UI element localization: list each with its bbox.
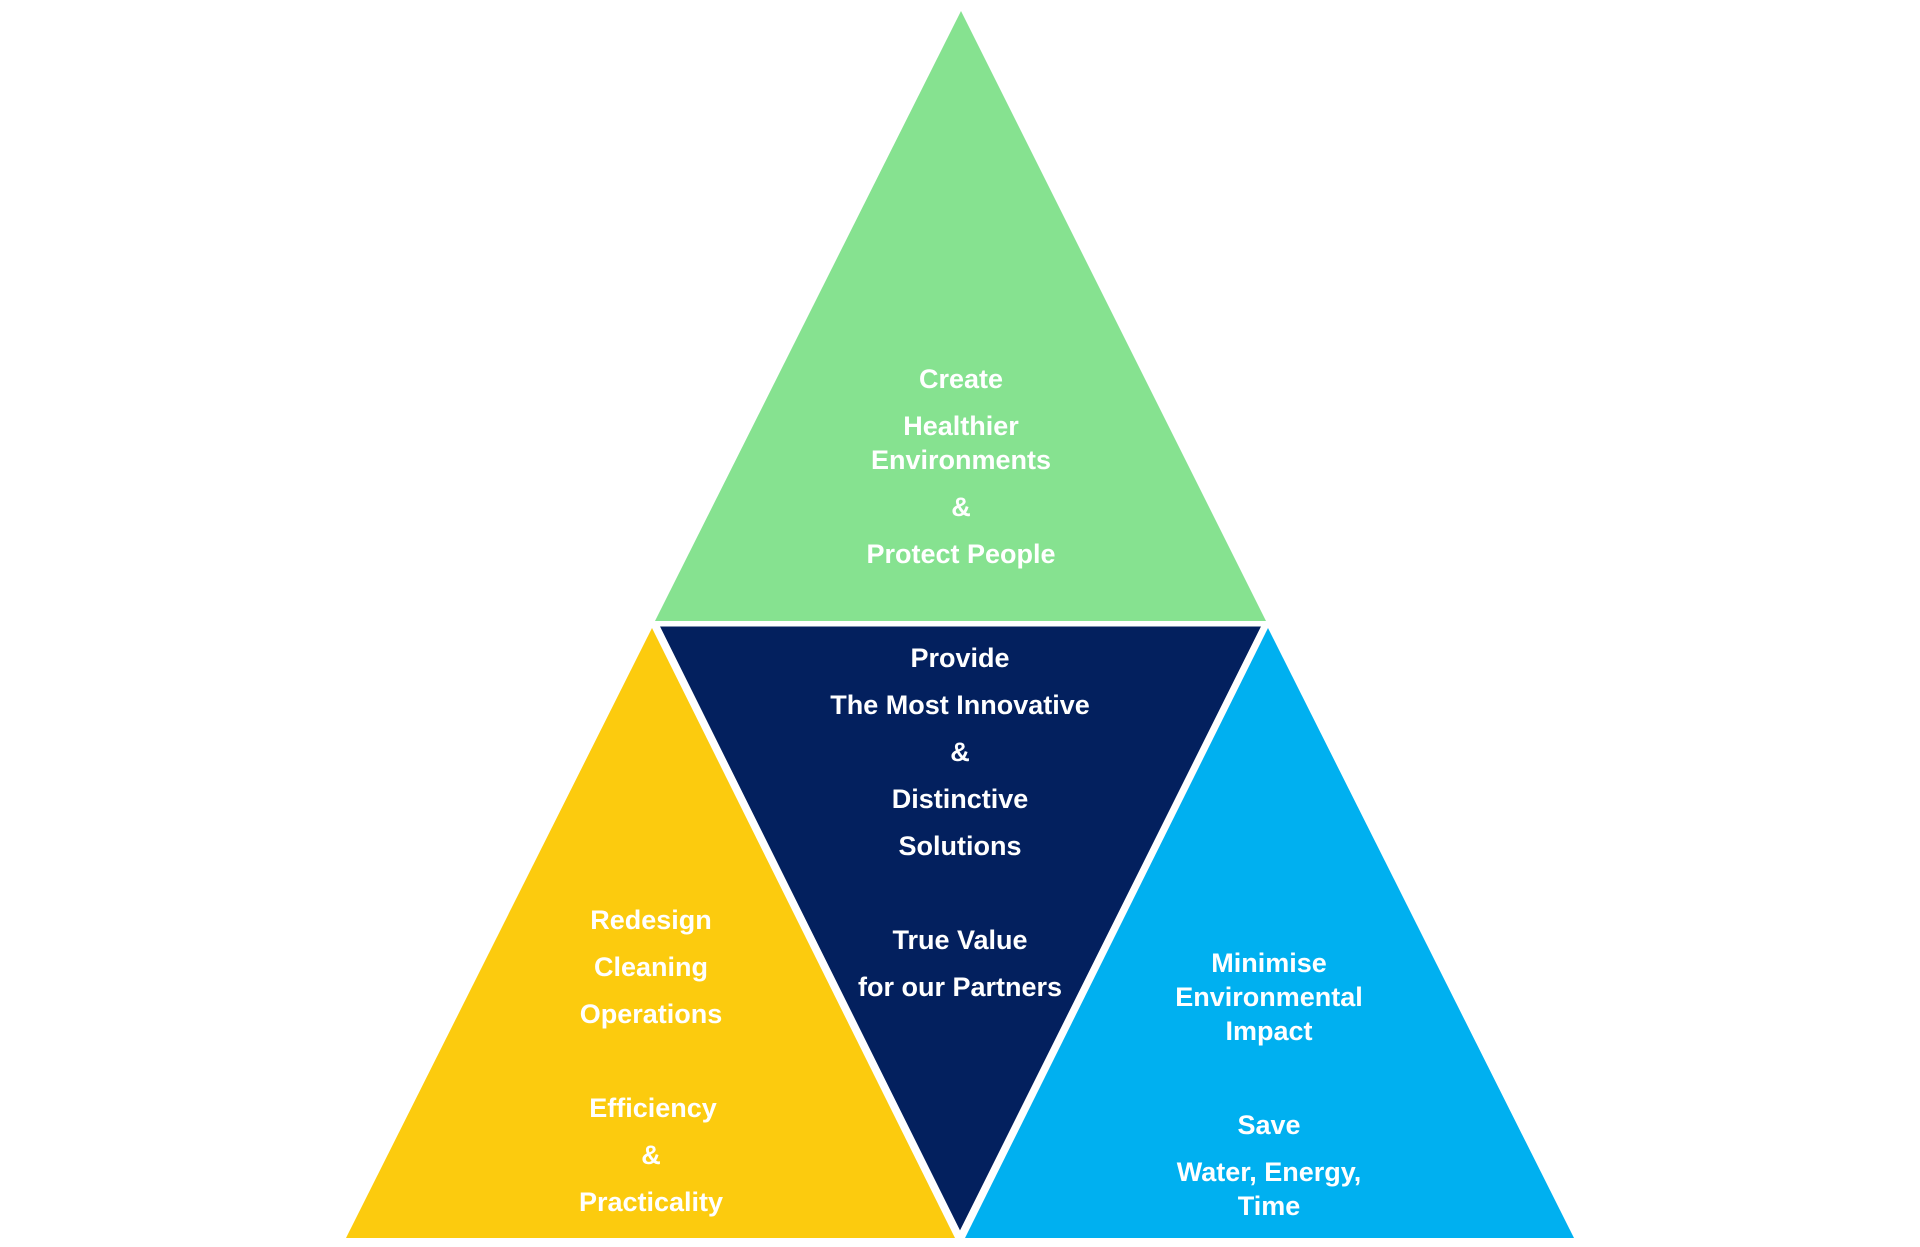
left-segment-text: Redesign Cleaning Operations Efficiency …	[579, 905, 723, 1217]
right-segment-text: Minimise Environmental Impact Save Water…	[1175, 948, 1363, 1221]
center-line-4: Distinctive	[892, 784, 1029, 814]
top-line-5: Protect People	[866, 539, 1055, 569]
right-line-2: Environmental	[1175, 982, 1363, 1012]
center-inverted-triangle	[651, 621, 1270, 1242]
left-line-4: Efficiency	[589, 1093, 717, 1123]
center-line-6: True Value	[892, 925, 1027, 955]
right-line-1: Minimise	[1211, 948, 1327, 978]
left-line-2: Cleaning	[594, 952, 708, 982]
center-line-2: The Most Innovative	[830, 690, 1090, 720]
right-line-4: Save	[1237, 1110, 1300, 1140]
left-line-6: Practicality	[579, 1187, 723, 1217]
center-segment-text: Provide The Most Innovative & Distinctiv…	[830, 643, 1090, 1002]
right-triangle	[965, 628, 1574, 1238]
top-line-4: &	[951, 492, 971, 522]
right-line-5: Water, Energy,	[1177, 1157, 1362, 1187]
left-triangle	[346, 628, 955, 1238]
center-line-3: &	[950, 737, 970, 767]
top-segment-text: Create Healthier Environments & Protect …	[866, 364, 1055, 569]
center-line-7: for our Partners	[858, 972, 1062, 1002]
top-triangle	[655, 11, 1266, 621]
center-line-1: Provide	[910, 643, 1009, 673]
right-line-3: Impact	[1225, 1016, 1312, 1046]
top-line-3: Environments	[871, 445, 1051, 475]
right-line-6: Time	[1238, 1191, 1301, 1221]
left-line-5: &	[641, 1140, 661, 1170]
center-line-5: Solutions	[899, 831, 1022, 861]
left-line-3: Operations	[580, 999, 723, 1029]
left-line-1: Redesign	[590, 905, 712, 935]
top-line-1: Create	[919, 364, 1003, 394]
top-line-2: Healthier	[903, 411, 1019, 441]
